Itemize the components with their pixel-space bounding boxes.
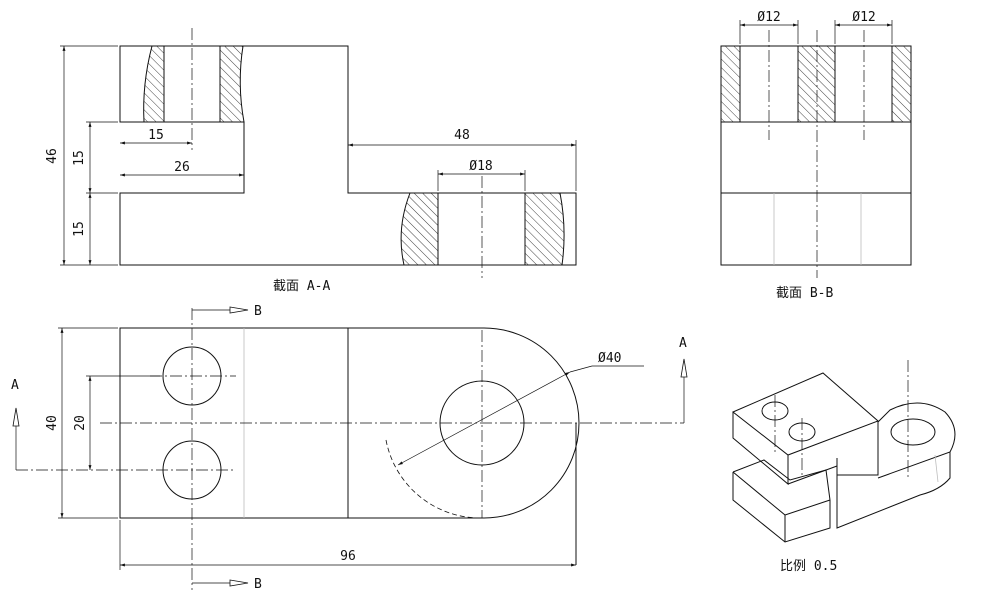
cut-a-right: A <box>679 336 687 351</box>
dim-15-upper: 15 <box>72 150 87 166</box>
dim-26: 26 <box>174 160 190 175</box>
dim-15-horizontal: 15 <box>148 128 164 143</box>
dim-48: 48 <box>454 128 470 143</box>
dim-15-lower: 15 <box>72 221 87 237</box>
dim-dia-18: Ø18 <box>469 159 492 174</box>
dim-40: 40 <box>45 415 60 431</box>
section-bb-title: 截面 B-B <box>776 286 833 301</box>
cut-a-left: A <box>11 378 19 393</box>
section-bb-view: Ø12 Ø12 截面 B-B <box>720 10 912 301</box>
section-aa-view: 46 15 15 15 26 48 Ø18 截面 A-A <box>45 28 577 294</box>
dim-20: 20 <box>73 415 88 431</box>
iso-scale-label: 比例 0.5 <box>780 559 837 574</box>
top-view: B B A A 40 20 Ø40 96 <box>11 304 688 592</box>
cut-b-bottom: B <box>254 577 262 592</box>
dim-46: 46 <box>45 148 60 164</box>
dim-dia-12-left: Ø12 <box>757 10 780 25</box>
dim-dia-12-right: Ø12 <box>852 10 875 25</box>
iso-view: 比例 0.5 <box>732 360 956 574</box>
section-aa-title: 截面 A-A <box>273 279 330 294</box>
dim-96: 96 <box>340 549 356 564</box>
dim-dia-40: Ø40 <box>598 351 621 366</box>
cut-b-top: B <box>254 304 262 319</box>
